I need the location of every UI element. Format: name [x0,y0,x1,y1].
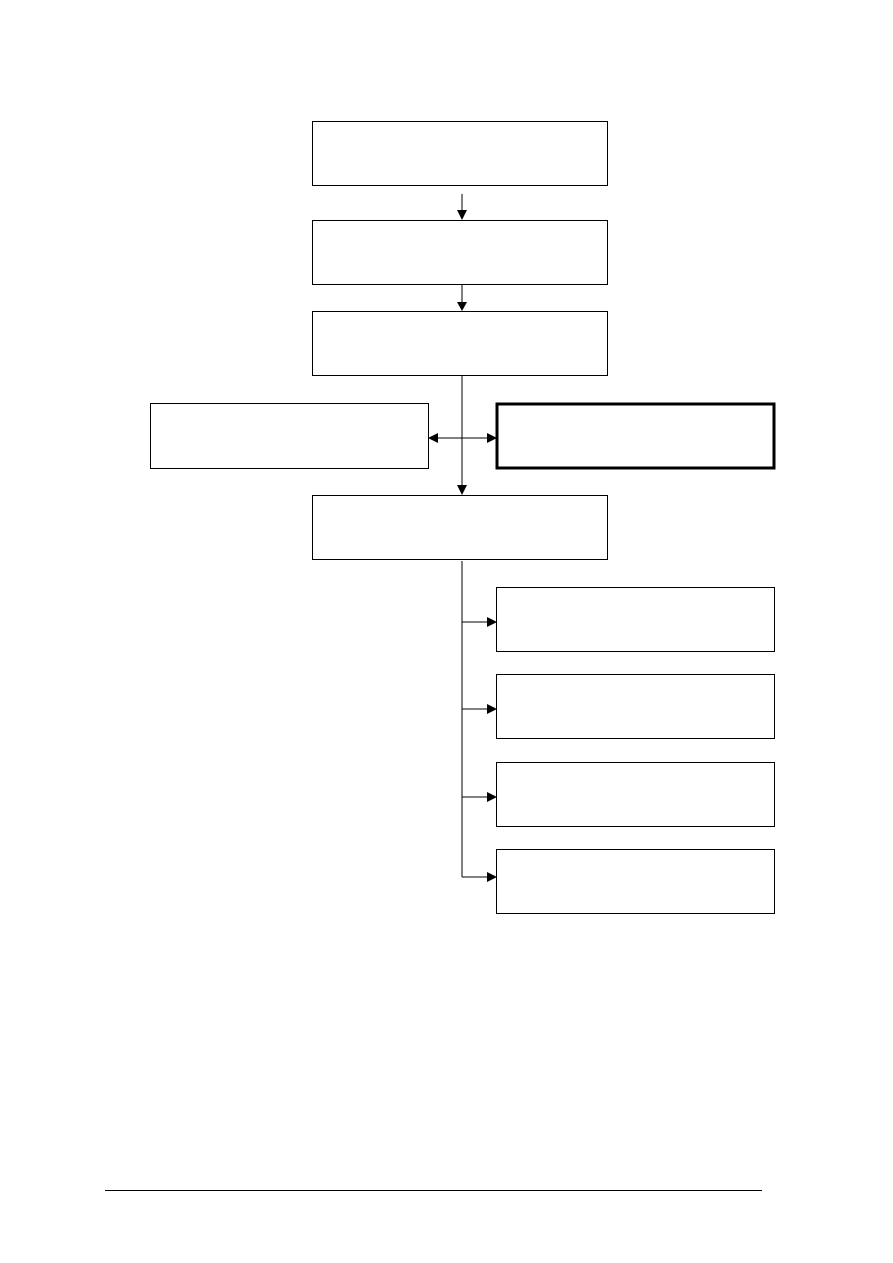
flow-box-main-2 [312,220,608,285]
arrow-to-branch-4 [462,872,497,882]
flow-box-branch-4 [496,849,775,914]
arrow-to-side-right [462,433,497,443]
arrow-to-branch-3 [462,792,497,802]
flow-box-branch-2 [496,674,775,739]
arrow-to-branch-1 [462,617,497,627]
arrow-main-1-to-main-2 [457,194,467,220]
flow-box-main-4 [312,495,608,560]
arrow-to-branch-2 [462,704,497,714]
flow-box-main-3 [312,311,608,376]
flow-box-side-right [495,402,776,470]
flow-box-branch-1 [496,587,775,652]
arrow-main-3-to-main-4 [457,376,467,495]
arrow-to-side-left [428,433,462,443]
flow-box-branch-3 [496,762,775,827]
flow-box-side-left [150,403,429,469]
flow-box-main-1 [312,121,608,186]
arrow-main-2-to-main-3 [457,285,467,311]
